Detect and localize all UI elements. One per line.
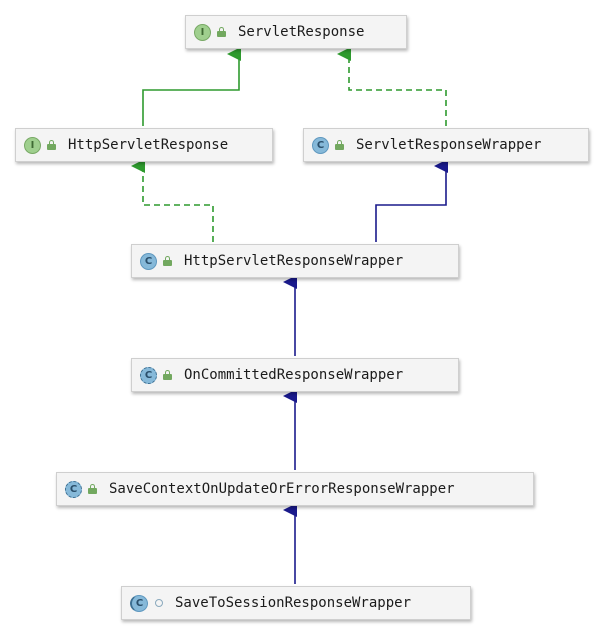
edge-http-servlet-response-wrapper-to-http-servlet-response <box>131 159 214 242</box>
public-lock-icon <box>217 27 226 37</box>
public-lock-icon <box>163 256 172 266</box>
edge-http-servlet-response-to-servlet-response <box>142 47 241 126</box>
abstract-class-icon: C <box>65 480 82 498</box>
class-icon: C <box>140 252 157 270</box>
node-label: SaveToSessionResponseWrapper <box>175 595 412 611</box>
class-icon: C <box>312 136 329 154</box>
public-lock-icon <box>47 140 56 150</box>
public-lock-icon <box>163 370 172 380</box>
node-label: ServletResponseWrapper <box>356 137 542 153</box>
node-save-context-on-update-or-error-response-wrapper[interactable]: C SaveContextOnUpdateOrErrorResponseWrap… <box>56 472 534 506</box>
node-on-committed-response-wrapper[interactable]: C OnCommittedResponseWrapper <box>131 358 459 392</box>
edge-servlet-response-wrapper-to-servlet-response <box>337 47 447 126</box>
node-http-servlet-response[interactable]: I HttpServletResponse <box>15 128 273 162</box>
abstract-class-icon: C <box>140 366 157 384</box>
node-http-servlet-response-wrapper[interactable]: C HttpServletResponseWrapper <box>131 244 459 278</box>
edge-http-servlet-response-wrapper-to-servlet-response-wrapper <box>375 159 448 242</box>
node-label: HttpServletResponseWrapper <box>184 253 404 269</box>
node-label: HttpServletResponse <box>68 137 229 153</box>
node-label: ServletResponse <box>238 24 365 40</box>
public-lock-icon <box>335 140 344 150</box>
package-private-icon <box>155 599 163 607</box>
public-lock-icon <box>88 484 97 494</box>
class-icon: C <box>130 594 148 612</box>
node-label: SaveContextOnUpdateOrErrorResponseWrappe… <box>109 481 455 497</box>
node-label: OnCommittedResponseWrapper <box>184 367 404 383</box>
interface-icon: I <box>24 136 41 154</box>
node-save-to-session-response-wrapper[interactable]: C SaveToSessionResponseWrapper <box>121 586 471 620</box>
node-servlet-response-wrapper[interactable]: C ServletResponseWrapper <box>303 128 589 162</box>
node-servlet-response[interactable]: I ServletResponse <box>185 15 407 49</box>
interface-icon: I <box>194 23 211 41</box>
